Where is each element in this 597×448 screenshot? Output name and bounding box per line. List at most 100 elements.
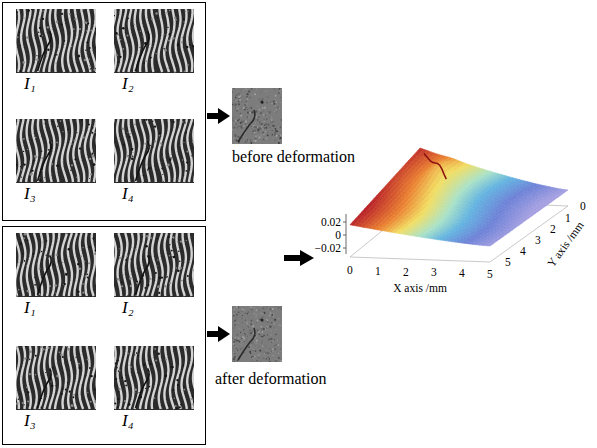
speckle-dot bbox=[258, 137, 260, 139]
speckle-dot bbox=[41, 407, 42, 408]
speckle-dot bbox=[21, 169, 23, 171]
speckle-dot bbox=[132, 156, 133, 157]
speckle-dot bbox=[22, 253, 24, 255]
speckle-dot bbox=[281, 110, 282, 111]
speckle-dot bbox=[23, 163, 25, 165]
speckle-dot bbox=[65, 273, 68, 276]
speckle-dot bbox=[265, 131, 267, 133]
crack-line bbox=[136, 255, 150, 295]
speckle-dot bbox=[182, 121, 184, 123]
speckle-dot bbox=[77, 394, 78, 395]
speckle-dot bbox=[261, 137, 262, 138]
speckle-dot bbox=[236, 108, 238, 110]
speckle-dot bbox=[116, 69, 117, 70]
speckle-dot bbox=[67, 129, 69, 131]
fringe-stripe bbox=[16, 233, 20, 296]
speckle-dot bbox=[140, 366, 141, 367]
fringe-ground bbox=[114, 346, 194, 410]
speckle-dot bbox=[169, 244, 171, 246]
speckle-dot bbox=[281, 136, 282, 137]
speckle-dot bbox=[20, 243, 23, 246]
speckle-dot bbox=[148, 284, 150, 286]
speckle-dot bbox=[257, 119, 259, 121]
speckle-dot bbox=[151, 18, 153, 20]
speckle-dot bbox=[246, 96, 247, 97]
speckle-dot bbox=[262, 143, 263, 144]
speckle-dot bbox=[89, 65, 91, 67]
speckle-dot bbox=[141, 182, 143, 183]
speckle-dot bbox=[240, 95, 242, 97]
speckle-dot bbox=[248, 98, 250, 100]
speckle-dot bbox=[51, 385, 53, 387]
speckle-dot bbox=[280, 135, 281, 136]
speckle-dot bbox=[58, 260, 60, 262]
speckle-dot bbox=[190, 45, 191, 46]
speckle-dot bbox=[169, 170, 171, 172]
speckle-dot bbox=[125, 42, 126, 43]
image-picture bbox=[16, 346, 96, 410]
speckle-dot bbox=[118, 370, 120, 372]
speckle-dot bbox=[247, 139, 248, 140]
image-group-box: I₁I₂I₃I₄ bbox=[2, 226, 206, 445]
speckle-dot bbox=[115, 378, 117, 380]
speckle-dot bbox=[88, 124, 90, 126]
speckle-dot bbox=[186, 240, 187, 241]
speckle-dot bbox=[155, 12, 157, 14]
speckle-dot bbox=[261, 135, 263, 137]
speckle-dot bbox=[269, 109, 271, 111]
fringe-stripe bbox=[176, 346, 181, 409]
speckle-dot bbox=[146, 235, 148, 237]
speckle-dot bbox=[243, 96, 245, 98]
speckle-dot bbox=[232, 92, 234, 94]
speckle-dot bbox=[247, 316, 249, 318]
speckle-dot bbox=[117, 398, 119, 400]
speckle-dot bbox=[48, 258, 49, 259]
speckle-dot bbox=[148, 167, 151, 170]
speckle-dot bbox=[239, 95, 241, 97]
speckle-dot bbox=[24, 404, 25, 405]
speckle-dot bbox=[26, 387, 28, 389]
speckle-dot bbox=[263, 110, 264, 111]
speckle-dot bbox=[243, 121, 245, 123]
speckle-dot bbox=[164, 285, 166, 287]
speckle-dot bbox=[191, 403, 193, 405]
fringe-stripe bbox=[91, 346, 96, 409]
speckle-dot bbox=[23, 151, 24, 152]
speckle-dot bbox=[90, 29, 92, 31]
speckle-dot bbox=[235, 142, 237, 144]
speckle-dot bbox=[248, 332, 250, 334]
speckle-dot bbox=[60, 354, 63, 357]
speckle-dot bbox=[27, 401, 29, 403]
speckle-dot bbox=[241, 127, 242, 128]
fringe-stripe bbox=[91, 233, 95, 296]
crack-line bbox=[238, 110, 255, 142]
speckle-dot bbox=[16, 36, 18, 38]
speckle-dot bbox=[234, 356, 236, 358]
speckle-dot bbox=[249, 354, 250, 355]
speckle-dot bbox=[35, 137, 36, 138]
intensity-label: I₁ bbox=[24, 299, 36, 318]
speckle-dot bbox=[94, 131, 96, 133]
speckle-dot bbox=[240, 108, 241, 109]
speckle-dot bbox=[268, 100, 269, 101]
speckle-dot bbox=[185, 10, 187, 12]
speckle-dot bbox=[244, 104, 246, 106]
speckle-dot bbox=[84, 59, 86, 61]
speckle-dot bbox=[244, 109, 246, 111]
speckle-dot bbox=[77, 263, 79, 265]
speckle-dot bbox=[240, 115, 242, 117]
speckle-dot bbox=[179, 374, 180, 375]
fringe-stripe bbox=[62, 119, 67, 182]
speckle-dot bbox=[62, 356, 64, 358]
speckle-dot bbox=[21, 176, 22, 177]
speckle-dot bbox=[74, 140, 76, 142]
speckle-dot bbox=[134, 354, 135, 355]
speckle-dot bbox=[251, 126, 252, 127]
speckle-dot bbox=[265, 91, 266, 92]
fringe-stripe bbox=[176, 233, 180, 296]
speckle-dot bbox=[124, 400, 126, 402]
speckle-dot bbox=[116, 367, 117, 368]
speckle-dot bbox=[255, 93, 256, 94]
flow-arrow bbox=[207, 108, 230, 124]
speckle-dot bbox=[185, 122, 186, 123]
